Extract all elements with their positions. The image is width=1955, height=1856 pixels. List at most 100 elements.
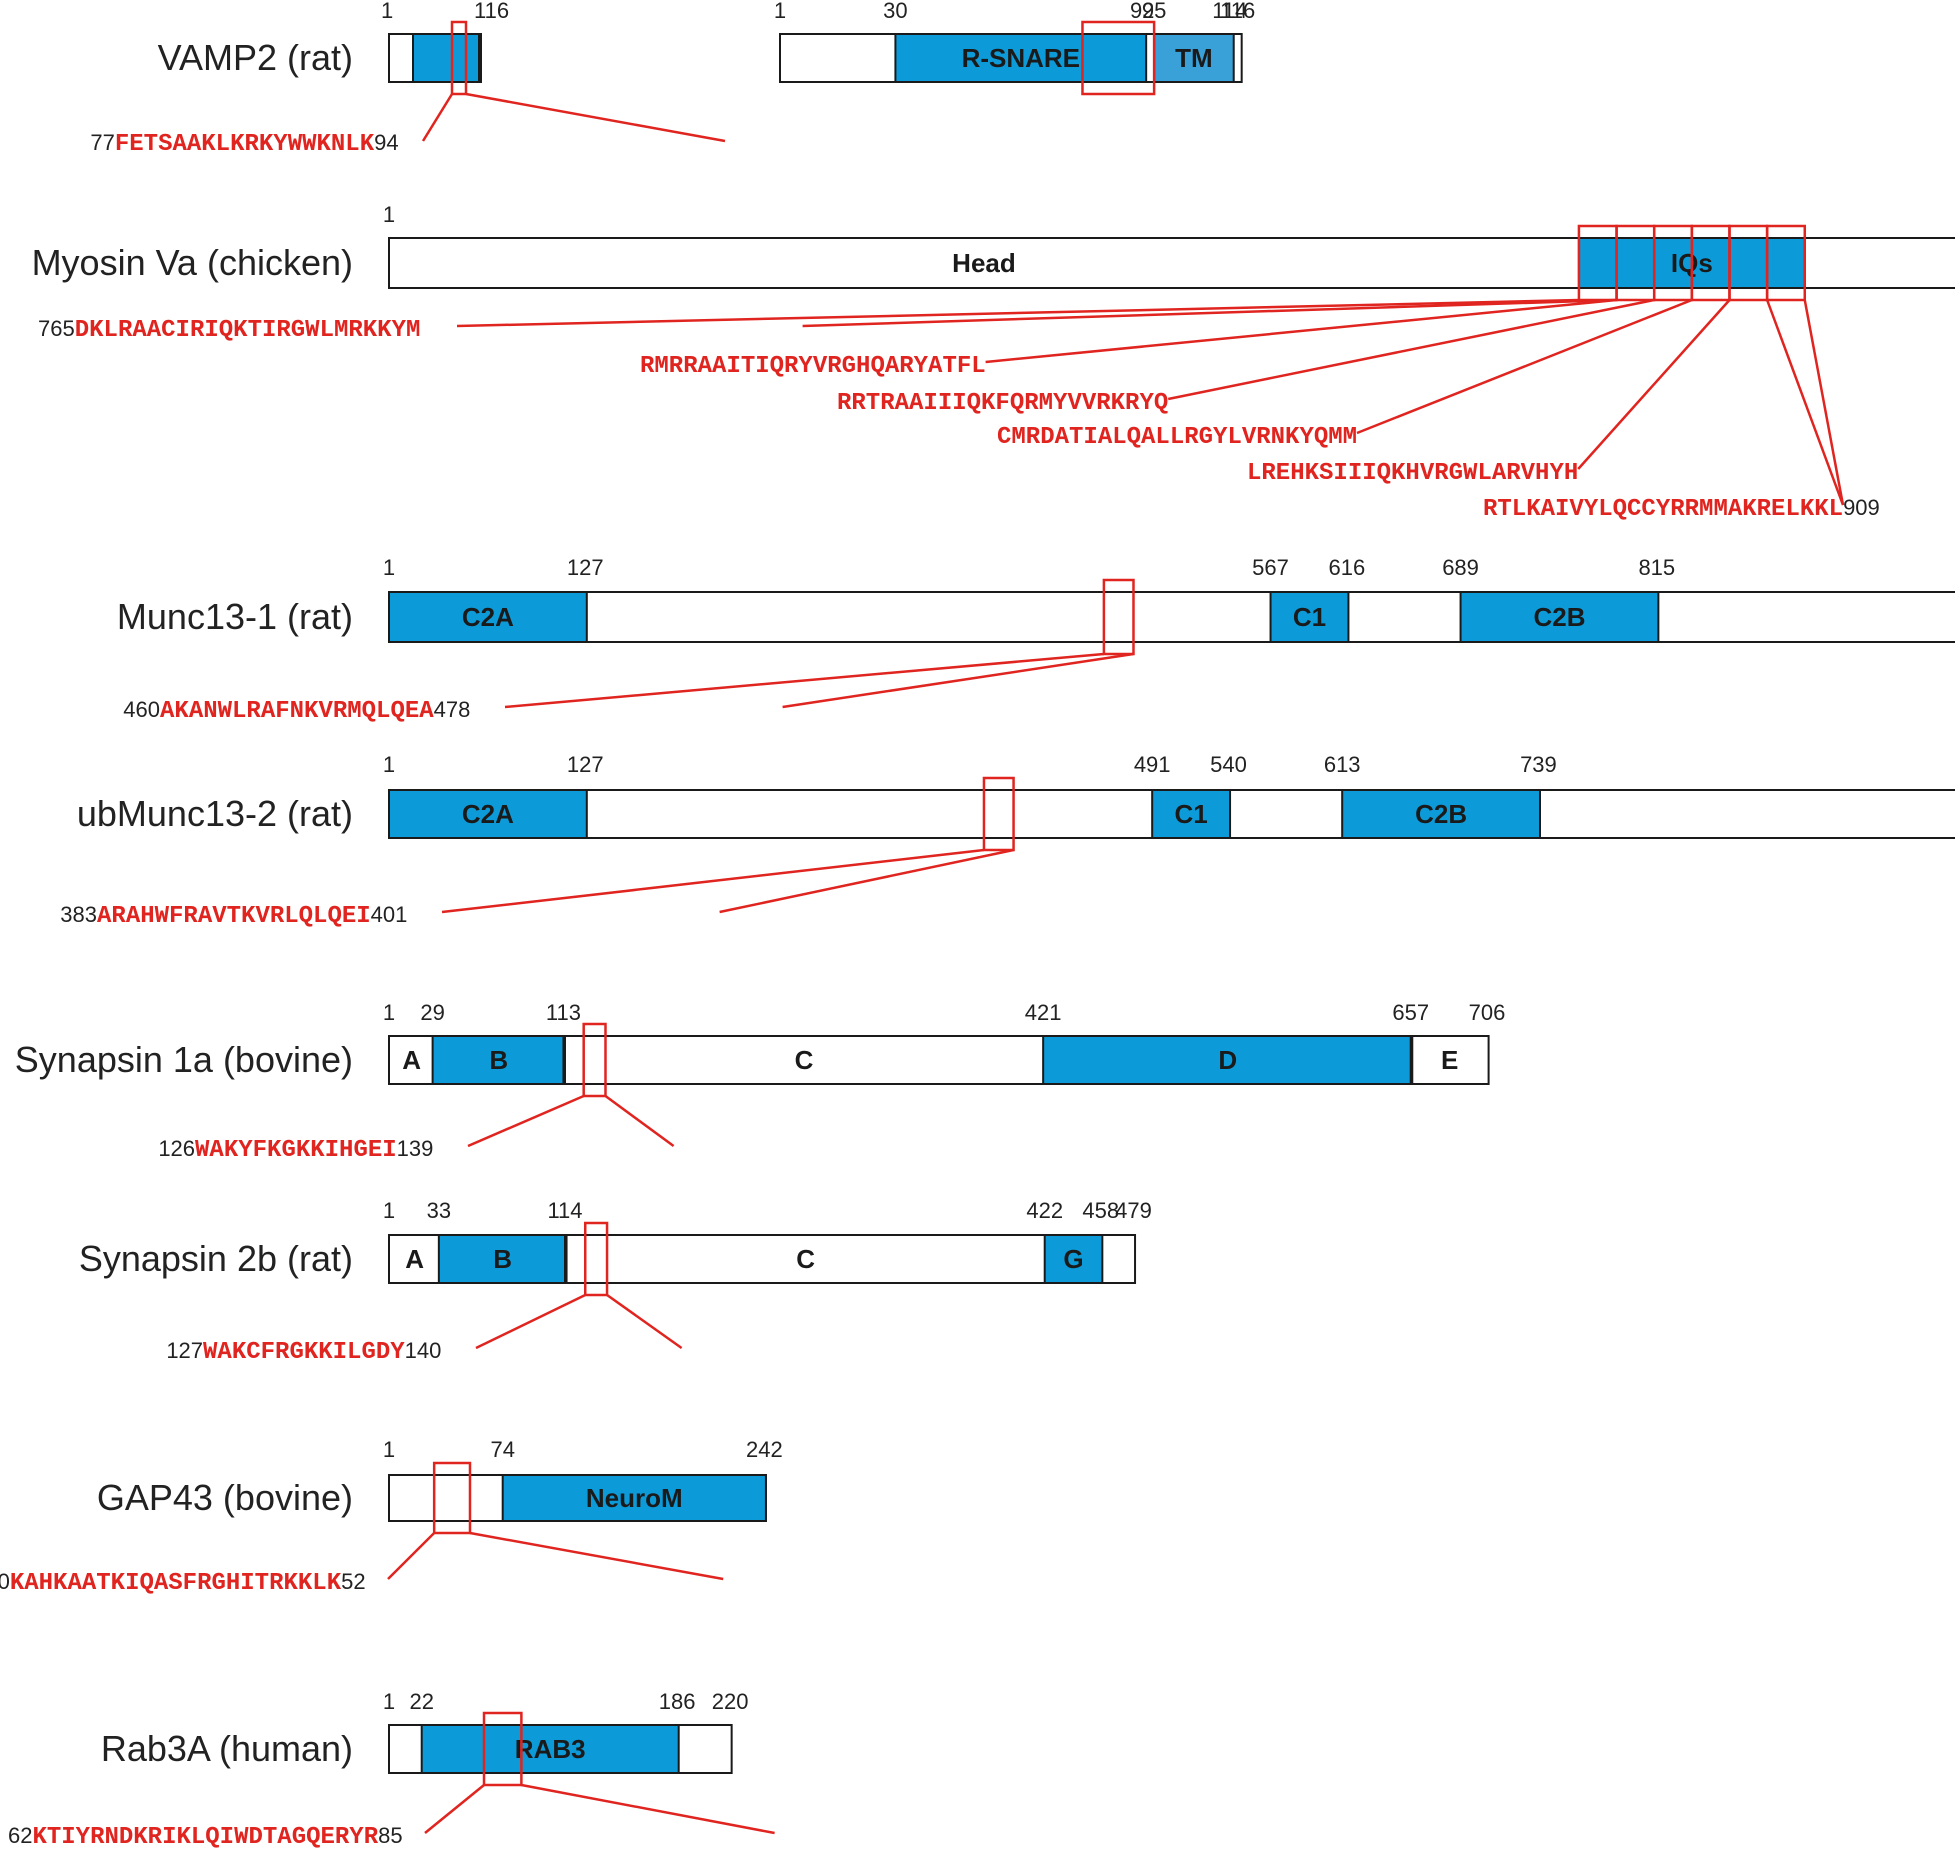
sequence-line: 77FETSAAKLKRKYWWKNLK94 xyxy=(90,130,398,158)
domain-label: A xyxy=(402,1045,421,1075)
domain-b xyxy=(437,1234,568,1284)
domain-label: B xyxy=(493,1244,512,1274)
connector-line xyxy=(456,298,1579,328)
domain-neurom xyxy=(501,1474,767,1522)
domain-g xyxy=(1043,1234,1104,1284)
protein-2: Munc13-1 (rat)C2AC1C2BC2C112756761668981… xyxy=(117,555,1955,725)
tick-label: 116 xyxy=(1220,0,1255,23)
tick-label: 613 xyxy=(1324,752,1361,777)
domain-label: NeuroM xyxy=(586,1483,683,1513)
sequence-line: 126WAKYFKGKKIHGEI139 xyxy=(158,1136,433,1164)
tick-label: 458 xyxy=(1082,1198,1119,1223)
domain-c2a xyxy=(388,789,588,839)
protein-name: Synapsin 2b (rat) xyxy=(79,1238,353,1279)
highlight-box xyxy=(1102,578,1135,656)
connector-line xyxy=(521,1783,775,1835)
highlight-box xyxy=(482,1711,523,1787)
domain-label: B xyxy=(489,1045,508,1075)
domain-c1 xyxy=(1269,591,1350,643)
domain-label: D xyxy=(1218,1045,1237,1075)
tick-label: 1 xyxy=(774,0,786,23)
connector-line xyxy=(1577,299,1731,470)
sequence-line: 30KAHKAATKIQASFRGHITRKKLK52 xyxy=(0,1569,366,1597)
connector-line xyxy=(782,652,1134,709)
tick-label: 1 xyxy=(383,1437,395,1462)
tick-label: 1 xyxy=(383,555,395,580)
domain-label: C1 xyxy=(1174,799,1207,829)
domain-label: RAB3 xyxy=(515,1734,586,1764)
domain-b xyxy=(431,1035,566,1085)
connector-line xyxy=(441,848,985,914)
tick-label: 30 xyxy=(883,0,907,23)
tick-label: 422 xyxy=(1026,1198,1063,1223)
protein-3: ubMunc13-2 (rat)C2AC1C2BC2C1127491540613… xyxy=(60,752,1955,930)
protein-1: Myosin Va (chicken)HeadIQsGlobular Tail1… xyxy=(32,202,1955,523)
sequence-line: 383ARAHWFRAVTKVRLQLQEI401 xyxy=(60,902,407,930)
domain-c2b xyxy=(1341,789,1541,839)
connector-line xyxy=(606,1293,683,1350)
connector-line xyxy=(504,652,1105,709)
overview-highlight-box xyxy=(450,20,468,96)
tick-label: 567 xyxy=(1252,555,1289,580)
connector-line xyxy=(475,1293,586,1350)
tick-label: 29 xyxy=(420,1000,444,1025)
connector-line xyxy=(802,298,1617,328)
protein-name: Synapsin 1a (bovine) xyxy=(15,1039,353,1080)
sequence-line: RTLKAIVYLQCCYRRMMAKRELKKL909 xyxy=(1483,495,1880,523)
tick-label: 114 xyxy=(1212,0,1247,23)
domain-label: C1 xyxy=(1293,602,1326,632)
tick-label: 540 xyxy=(1210,752,1247,777)
domain-d xyxy=(1042,1035,1414,1085)
tick-label: 92 xyxy=(1130,0,1154,23)
tick-label: 114 xyxy=(547,1198,582,1223)
tick-label: 1 xyxy=(381,0,393,23)
protein-6: GAP43 (bovine) NeuroM 1 74 242 30KAHKAATKIQAS… xyxy=(0,1437,783,1597)
tick-label: 815 xyxy=(1638,555,1675,580)
connector-line xyxy=(985,298,1617,364)
domain-label: C xyxy=(796,1244,815,1274)
tick-label: 739 xyxy=(1520,752,1557,777)
domain-label: C xyxy=(795,1045,814,1075)
sequence-line: 127WAKCFRGKKILGDY140 xyxy=(166,1338,441,1366)
tick-label: 127 xyxy=(567,555,604,580)
tick-label: 74 xyxy=(490,1437,514,1462)
domain-c1 xyxy=(1151,789,1232,839)
tick-label: 706 xyxy=(1469,1000,1506,1025)
sequence-line: LREHKSIIIQKHVRGWLARVHYH xyxy=(1247,460,1578,487)
sequence-line: 460AKANWLRAFNKVRMQLQEA478 xyxy=(123,697,470,725)
tick-label: 113 xyxy=(546,1000,581,1025)
connector-line xyxy=(421,93,454,142)
domain-label: R-SNARE xyxy=(962,43,1080,73)
connector-line xyxy=(1765,299,1845,506)
domain-c2a xyxy=(388,591,588,643)
connector-line xyxy=(1803,299,1845,506)
tick-label: 33 xyxy=(427,1198,451,1223)
domain-label: E xyxy=(1441,1045,1458,1075)
tick-label: 1 xyxy=(383,752,395,777)
domain-rab3 xyxy=(420,1724,680,1774)
tick-label: 22 xyxy=(409,1689,433,1714)
sequence-line: 62KTIYRNDKRIKLQIWDTAGQERYR85 xyxy=(8,1823,403,1851)
domain-label: C2B xyxy=(1533,602,1585,632)
protein-name: GAP43 (bovine) xyxy=(97,1477,353,1518)
protein-name: Rab3A (human) xyxy=(101,1728,353,1769)
tick-label: 657 xyxy=(1392,1000,1429,1025)
tick-label: 616 xyxy=(1329,555,1366,580)
connector-line xyxy=(465,92,726,143)
domain-label: Head xyxy=(952,248,1016,278)
sequence-line: 765DKLRAACIRIQKTIRGWLMRKKYM xyxy=(38,316,420,344)
connector-line xyxy=(1167,298,1655,401)
tick-label: 242 xyxy=(746,1437,783,1462)
domain-label: C2A xyxy=(462,799,514,829)
protein-name: Munc13-1 (rat) xyxy=(117,596,353,637)
tick-label: 220 xyxy=(712,1689,749,1714)
tick-label: 689 xyxy=(1442,555,1479,580)
tick-label: 116 xyxy=(474,0,509,23)
highlight-box xyxy=(583,1221,609,1297)
tick-label: 491 xyxy=(1134,752,1171,777)
